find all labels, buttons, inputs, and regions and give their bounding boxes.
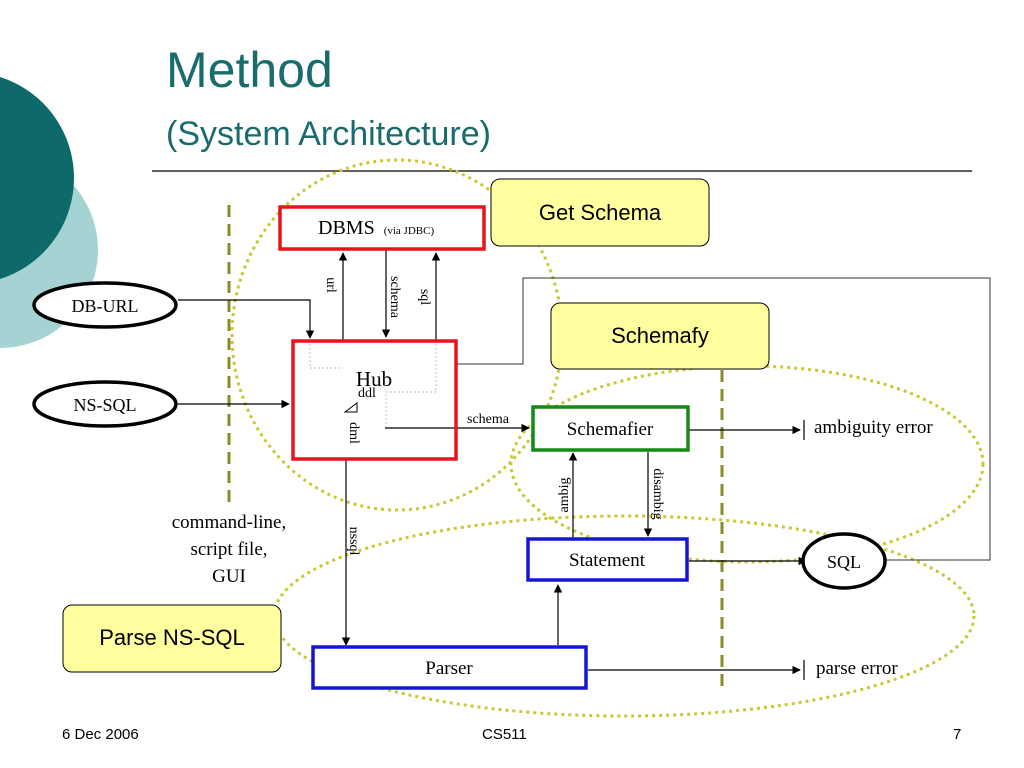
edge-label-ambig: ambig bbox=[557, 478, 572, 513]
edge-label-disambig: disambig bbox=[650, 468, 665, 519]
ambiguity-error-label: ambiguity error bbox=[814, 417, 933, 438]
edge-label-sql-up: sql bbox=[417, 289, 432, 305]
get-schema-note-text: Get Schema bbox=[539, 200, 662, 225]
dbms-box bbox=[278, 205, 486, 251]
edge-label-schema-right: schema bbox=[467, 412, 510, 427]
edge-label-url: url bbox=[323, 277, 338, 293]
sql-label: SQL bbox=[827, 552, 861, 572]
edge-label-nssql: nssql bbox=[346, 527, 361, 556]
schemafy-note-text: Schemafy bbox=[611, 323, 709, 348]
parse-ns-sql-note bbox=[62, 604, 282, 673]
db-url-node bbox=[32, 281, 178, 329]
footer-course: CS511 bbox=[482, 726, 527, 743]
edge-label-dml: dml bbox=[346, 422, 361, 444]
schemafy-note bbox=[550, 302, 770, 370]
dbms-label: DBMS (via JDBC) bbox=[318, 217, 434, 239]
parse-ns-sql-note-text: Parse NS-SQL bbox=[99, 625, 245, 650]
slide-subtitle: (System Architecture) bbox=[166, 115, 491, 153]
schemafier-box bbox=[531, 405, 690, 452]
group-ellipse-schemafy bbox=[509, 364, 985, 564]
dbms-text: DBMS bbox=[318, 217, 375, 239]
ns-sql-node bbox=[32, 380, 178, 428]
slide-title: Method bbox=[166, 42, 333, 98]
ddl-corner-mark bbox=[343, 402, 358, 413]
hub-internal-link-1 bbox=[309, 340, 343, 369]
statement-label: Statement bbox=[569, 550, 646, 571]
footer-date: 6 Dec 2006 bbox=[62, 726, 139, 743]
sql-node bbox=[801, 532, 887, 590]
schemafier-label: Schemafier bbox=[567, 419, 654, 440]
statement-box bbox=[526, 537, 689, 582]
parser-label: Parser bbox=[425, 658, 473, 679]
db-url-label: DB-URL bbox=[72, 296, 139, 316]
parser-box bbox=[311, 645, 588, 690]
input-source-3: GUI bbox=[212, 566, 246, 587]
get-schema-note bbox=[490, 178, 710, 247]
arrow-dburl-to-hub bbox=[178, 299, 315, 339]
footer-page-number: 7 bbox=[953, 726, 962, 743]
input-source-1: command-line, bbox=[172, 512, 287, 533]
feedback-loop-line bbox=[457, 277, 991, 561]
parse-error-label: parse error bbox=[816, 658, 898, 679]
input-source-2: script file, bbox=[190, 539, 267, 560]
ns-sql-label: NS-SQL bbox=[73, 395, 136, 415]
group-ellipse-parse bbox=[272, 514, 976, 718]
hub-box bbox=[291, 339, 458, 461]
decor-circle-dark bbox=[0, 76, 74, 280]
edge-label-schema-down: schema bbox=[387, 276, 402, 319]
edge-label-ddl: ddl bbox=[358, 386, 376, 401]
dbms-note: (via JDBC) bbox=[384, 225, 435, 237]
hub-label: Hub bbox=[356, 367, 392, 391]
